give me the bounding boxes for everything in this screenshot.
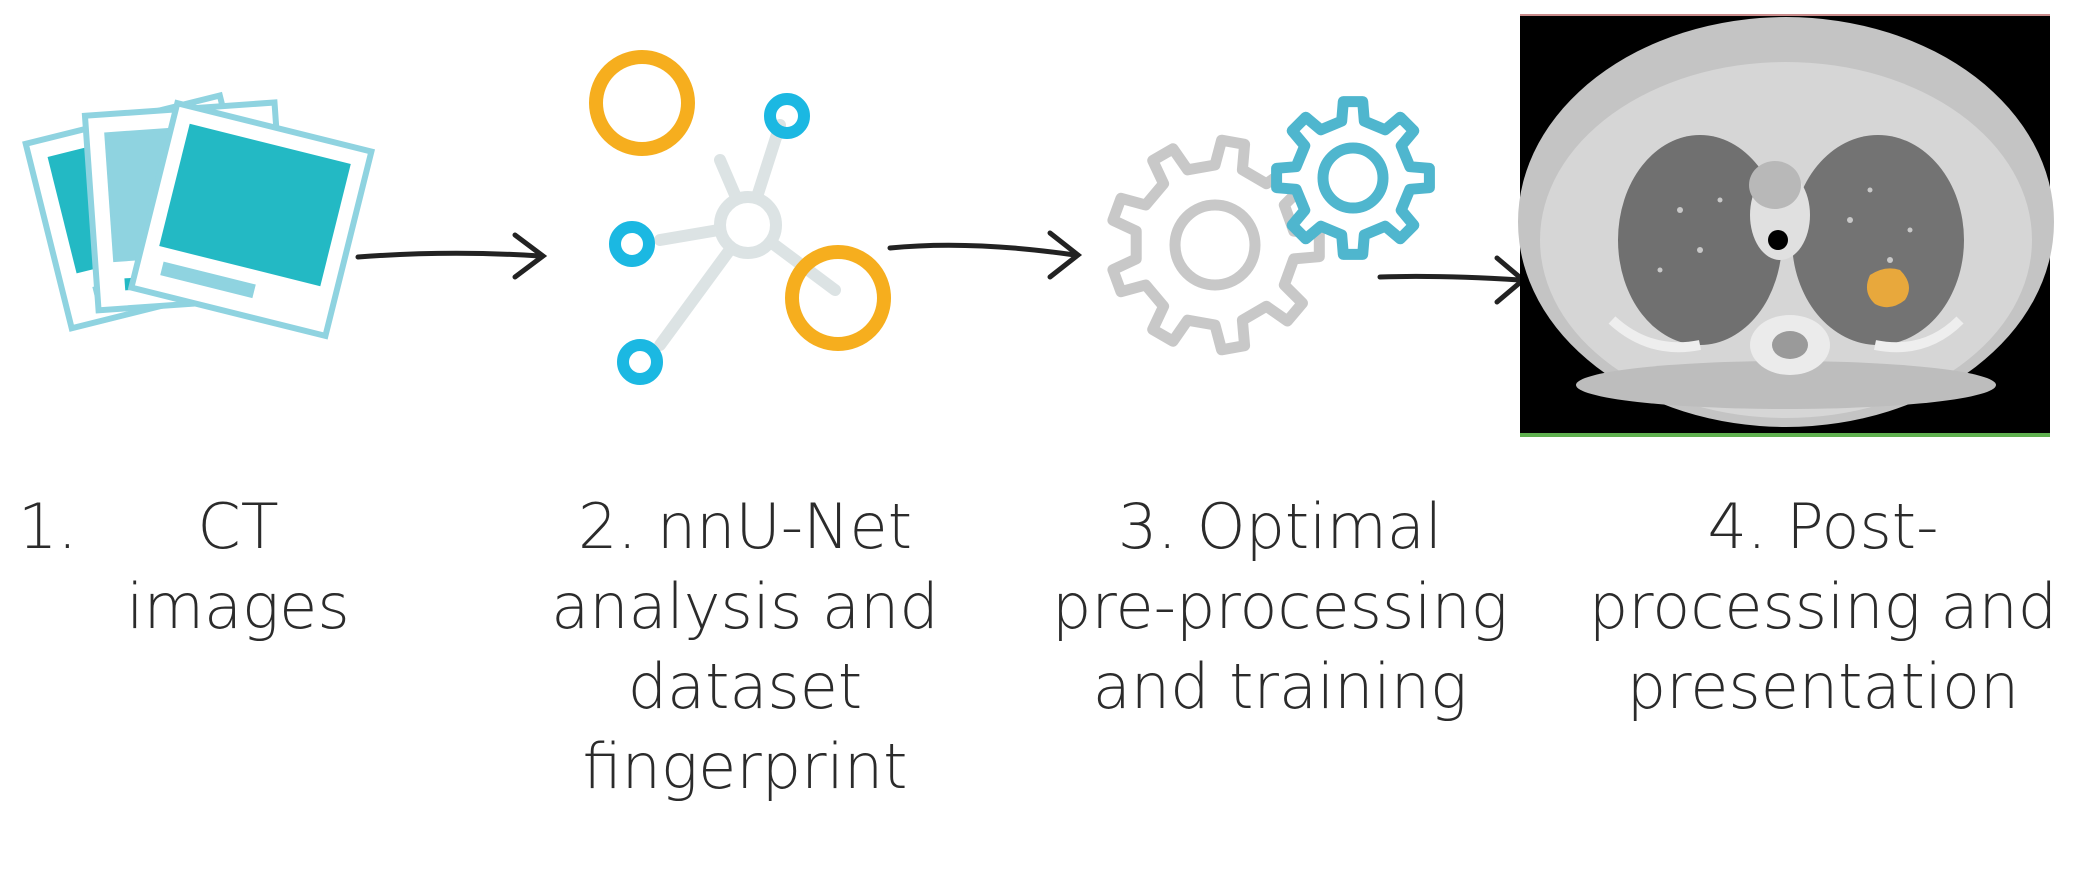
arrow-2 <box>887 230 1083 280</box>
gear-hole <box>1169 199 1261 291</box>
step-3-label: 3. Optimal pre-processing and training <box>1040 487 1520 727</box>
photo-stack-icon <box>22 91 376 340</box>
step-3-line-1: 3. Optimal <box>1117 490 1443 563</box>
step-4-line-3: presentation <box>1626 650 2020 723</box>
step-3-line-3: and training <box>1092 650 1468 723</box>
gear-outline <box>1107 134 1325 356</box>
step-4-label: 4. Post- processing and presentation <box>1568 487 2078 727</box>
lesion-highlight <box>1866 268 1909 308</box>
step-2-label: 2. nnU-Net analysis and dataset fingerpr… <box>535 487 955 807</box>
step-3-line-2: pre-processing <box>1052 570 1508 643</box>
step-4-line-2: processing and <box>1588 570 2058 643</box>
blue-gear-icon <box>1271 96 1435 260</box>
arrow-1 <box>355 232 548 280</box>
step-2-line-2: analysis and <box>551 570 939 643</box>
gears-icon <box>1107 96 1435 356</box>
step-1-line-1: CT <box>197 490 279 563</box>
step-2-line-1: 2. nnU-Net <box>577 490 913 563</box>
network-nodes-icon <box>589 50 891 385</box>
step-2-line-3: dataset <box>627 650 863 723</box>
gray-gear-icon <box>1107 134 1325 356</box>
gear-outline <box>1271 96 1435 260</box>
step-1-number: 1. <box>18 490 78 563</box>
step-4-line-1: 4. Post- <box>1707 490 1939 563</box>
arrow-3 <box>1377 255 1527 305</box>
step-2-line-4: fingerprint <box>582 730 908 803</box>
step-1-line-2: images <box>126 570 350 643</box>
ct-scan-image <box>1518 14 2054 437</box>
gear-hole <box>1317 142 1389 214</box>
